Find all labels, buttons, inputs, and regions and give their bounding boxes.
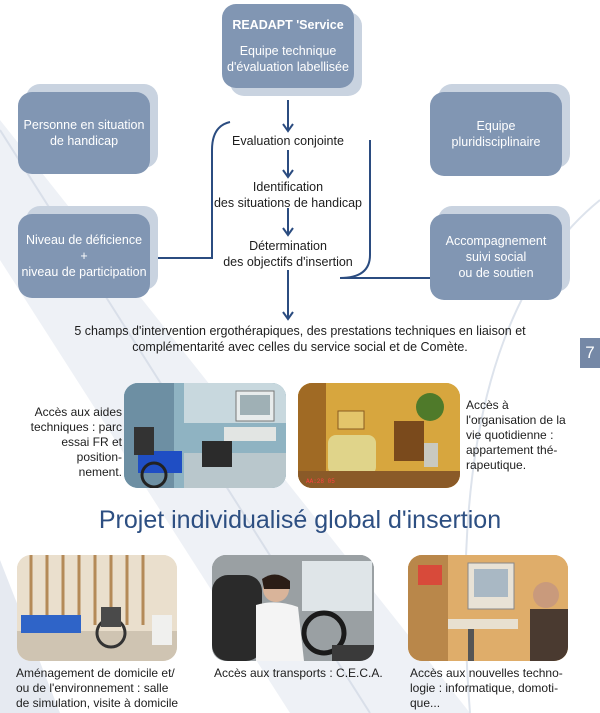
page-number: 7	[580, 338, 600, 368]
personne-box: Personne en situation de handicap	[18, 84, 158, 174]
photo-salle-simulation	[17, 555, 177, 661]
photo-aides-techniques	[124, 383, 286, 488]
accompagnement-line1: Accompagnement	[445, 234, 547, 248]
caption-aides-line: nement.	[78, 465, 122, 479]
caption-domicile: Aménagement de domicile et/ ou de l'envi…	[16, 666, 196, 711]
caption-transports-line: Accès aux transports : C.E.C.A.	[214, 666, 383, 680]
flow-step-evaluation: Evaluation conjointe	[232, 134, 344, 148]
caption-domicile-line: de simulation, visite à domicile	[16, 696, 179, 710]
caption-organisation-line: vie quotidienne :	[466, 428, 554, 442]
caption-domicile-line: ou de l'environnement : salle	[16, 681, 169, 695]
caption-aides-line: Accès aux aides	[34, 405, 122, 419]
equipe-line1: Equipe	[476, 119, 516, 133]
accompagnement-line2: suivi social	[465, 250, 527, 264]
accompagnement-box: Accompagnement suivi social ou de soutie…	[430, 206, 570, 300]
readapt-service-box: READAPT 'Service Equipe technique d'éval…	[222, 4, 362, 96]
caption-aides: Accès aux aides techniques : parc essai …	[14, 405, 122, 480]
deficience-line1: Niveau de déficience	[25, 233, 143, 247]
flow-arrow-icon	[282, 100, 294, 321]
caption-domicile-line: Aménagement de domicile et/	[16, 666, 175, 680]
readapt-line1: Equipe technique	[239, 44, 337, 58]
photo-stamp: AA:28 05	[306, 478, 335, 485]
page-title: Projet individualisé global d'insertion	[98, 506, 502, 534]
caption-organisation-line: l'organisation de la	[466, 413, 566, 427]
caption-technologie-line: Accès aux nouvelles techno-	[410, 666, 563, 680]
caption-aides-line: essai FR et position-	[61, 435, 122, 464]
readapt-title: READAPT 'Service	[232, 18, 344, 32]
equipe-box: Equipe pluridisciplinaire	[430, 84, 570, 176]
caption-technologie-line: que...	[410, 696, 441, 710]
determination-line2: des objectifs d'insertion	[223, 255, 353, 269]
caption-aides-line: techniques : parc	[30, 420, 122, 434]
caption-technologie: Accès aux nouvelles techno- logie : info…	[410, 666, 570, 711]
champs-line2: complémentarité avec celles du service s…	[132, 340, 468, 354]
caption-organisation-line: rapeutique.	[466, 458, 527, 472]
photo-transports	[212, 555, 374, 661]
equipe-line2: pluridisciplinaire	[451, 135, 541, 149]
accompagnement-line3: ou de soutien	[458, 266, 534, 280]
champs-line1: 5 champs d'intervention ergothérapiques,…	[74, 324, 526, 338]
deficience-line2: +	[80, 249, 88, 263]
caption-organisation: Accès à l'organisation de la vie quotidi…	[466, 398, 570, 473]
flow-step-identification: Identification des situations de handica…	[198, 179, 378, 211]
deficience-box: Niveau de déficience + niveau de partici…	[18, 206, 158, 298]
caption-organisation-line: appartement thé-	[466, 443, 558, 457]
personne-line1: Personne en situation	[23, 118, 145, 132]
determination-line1: Détermination	[249, 239, 327, 253]
caption-organisation-line: Accès à	[466, 398, 509, 412]
readapt-line2: d'évaluation labellisée	[227, 60, 349, 74]
deficience-line3: niveau de participation	[21, 265, 147, 279]
champs-intervention: 5 champs d'intervention ergothérapiques,…	[40, 323, 560, 355]
flow-step-determination: Détermination des objectifs d'insertion	[198, 238, 378, 270]
caption-transports: Accès aux transports : C.E.C.A.	[214, 666, 394, 681]
photo-technologies	[408, 555, 568, 661]
personne-line2: de handicap	[49, 134, 119, 148]
photo-appartement: AA:28 05	[298, 383, 460, 488]
caption-technologie-line: logie : informatique, domoti-	[410, 681, 559, 695]
identification-line2: des situations de handicap	[213, 196, 363, 210]
identification-line1: Identification	[252, 180, 324, 194]
